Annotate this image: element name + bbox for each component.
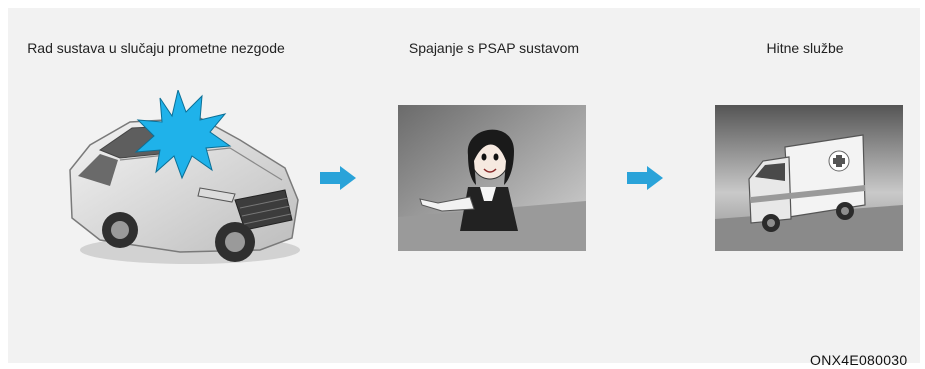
figure-code: ONX4E080030	[810, 352, 907, 368]
operator-illustration	[398, 105, 586, 251]
car-crash-illustration	[60, 90, 310, 270]
step-1-caption: Rad sustava u slučaju prometne nezgode	[26, 40, 286, 57]
step-2-caption: Spajanje s PSAP sustavom	[364, 40, 624, 57]
arrow-right-icon	[627, 166, 663, 190]
ambulance-illustration	[715, 105, 903, 251]
arrow-right-icon	[320, 166, 356, 190]
step-3-caption: Hitne službe	[675, 40, 925, 57]
